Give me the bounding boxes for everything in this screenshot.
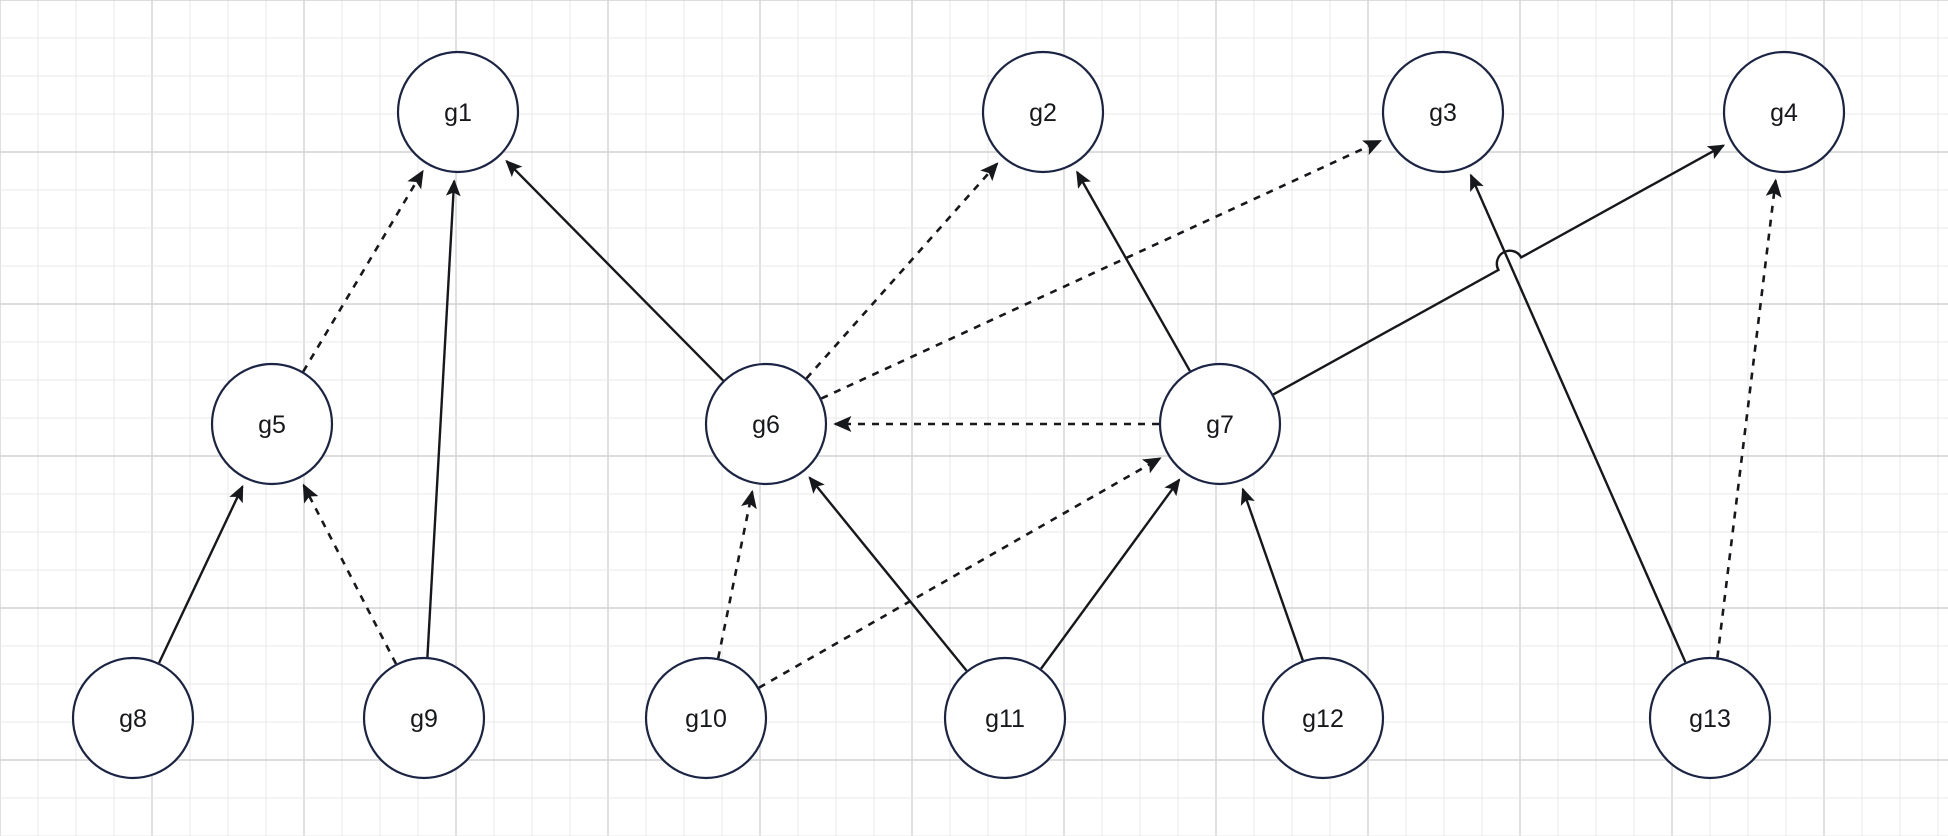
- node-circle-g13[interactable]: [1648, 656, 1772, 780]
- edge-g7-to-g2[interactable]: [1076, 170, 1191, 372]
- node-circle-g5[interactable]: [210, 362, 334, 486]
- node-g3[interactable]: g3: [1381, 50, 1505, 174]
- edge-g11-to-g7[interactable]: [1040, 478, 1181, 670]
- node-circle-g11[interactable]: [943, 656, 1067, 780]
- node-circle-g1[interactable]: [396, 50, 520, 174]
- node-circle-g9[interactable]: [362, 656, 486, 780]
- edge-g9-to-g5[interactable]: [302, 483, 398, 665]
- node-layer: g1 g2 g3 g4 g5 g6 g7 g8 g9 g10 g11 g12 g13: [71, 50, 1846, 780]
- node-g2[interactable]: g2: [981, 50, 1105, 174]
- node-circle-g7[interactable]: [1158, 362, 1282, 486]
- edge-layer: [157, 139, 1782, 689]
- edge-g7-to-g4[interactable]: [1272, 144, 1726, 396]
- node-circle-g8[interactable]: [71, 656, 195, 780]
- node-g6[interactable]: g6: [704, 362, 828, 486]
- edge-g12-to-g7[interactable]: [1240, 487, 1304, 661]
- edge-g10-to-g6[interactable]: [716, 489, 757, 659]
- node-g9[interactable]: g9: [362, 656, 486, 780]
- node-g11[interactable]: g11: [943, 656, 1067, 780]
- node-g13[interactable]: g13: [1648, 656, 1772, 780]
- node-g4[interactable]: g4: [1722, 50, 1846, 174]
- node-g8[interactable]: g8: [71, 656, 195, 780]
- node-g5[interactable]: g5: [210, 362, 334, 486]
- edge-g6-to-g2[interactable]: [805, 162, 999, 380]
- edge-g13-to-g3[interactable]: [1469, 173, 1687, 663]
- node-g7[interactable]: g7: [1158, 362, 1282, 486]
- edge-g13-to-g4[interactable]: [1716, 178, 1782, 658]
- node-circle-g2[interactable]: [981, 50, 1105, 174]
- node-circle-g3[interactable]: [1381, 50, 1505, 174]
- node-circle-g4[interactable]: [1722, 50, 1846, 174]
- node-g12[interactable]: g12: [1261, 656, 1385, 780]
- node-circle-g6[interactable]: [704, 362, 828, 486]
- node-g10[interactable]: g10: [644, 656, 768, 780]
- edge-g10-to-g7[interactable]: [758, 457, 1162, 689]
- edge-g8-to-g5[interactable]: [157, 484, 244, 664]
- edge-g11-to-g6[interactable]: [808, 476, 968, 672]
- edge-g6-to-g1[interactable]: [505, 159, 724, 382]
- node-circle-g12[interactable]: [1261, 656, 1385, 780]
- edge-g9-to-g1[interactable]: [426, 179, 461, 658]
- node-g1[interactable]: g1: [396, 50, 520, 174]
- edge-g5-to-g1[interactable]: [302, 169, 424, 373]
- edge-g6-to-g3[interactable]: [820, 139, 1382, 400]
- node-circle-g10[interactable]: [644, 656, 768, 780]
